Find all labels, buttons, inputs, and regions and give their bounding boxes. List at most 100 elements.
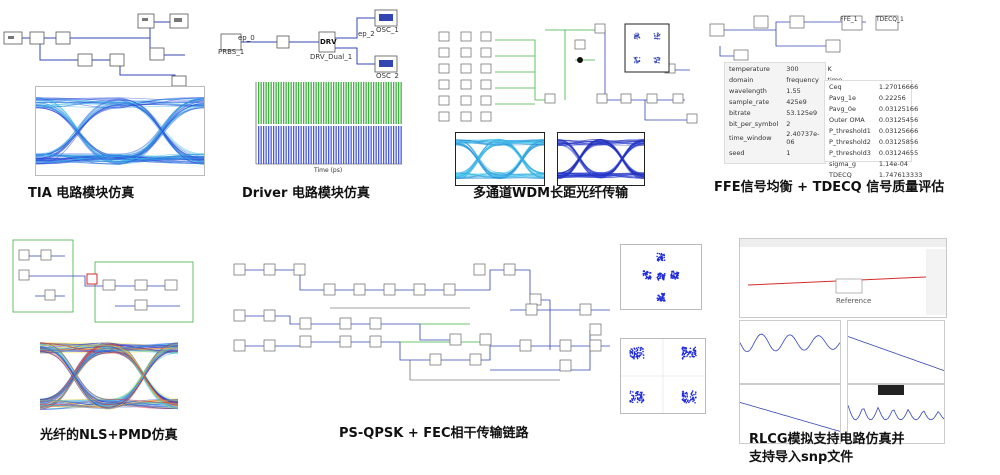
driver-bar-bottom <box>365 126 367 164</box>
constellation-dot <box>658 62 660 64</box>
constellation-dot <box>654 35 656 37</box>
driver-time-axis: Time (ps) <box>314 167 343 174</box>
driver-bar-top <box>303 82 305 124</box>
wdm-block <box>480 47 492 58</box>
rlcg-label-reference: Reference <box>836 297 872 305</box>
ffe-param-table: temperature300Kdomainfrequencytimewavele… <box>724 62 842 164</box>
constellation-dot <box>654 37 656 40</box>
constellation-dot <box>692 397 695 400</box>
constellation-dot <box>685 348 688 350</box>
constellation-dot <box>663 300 665 302</box>
driver-bar-bottom <box>303 126 305 164</box>
constellation-dot <box>640 401 643 404</box>
constellation-dot <box>662 296 664 298</box>
constellation-dot <box>647 271 649 273</box>
constellation-dot <box>638 33 640 35</box>
driver-bar-bottom <box>293 126 295 164</box>
constellation-dot <box>670 271 673 273</box>
psqpsk-block <box>233 263 246 276</box>
constellation-dot <box>686 394 688 396</box>
constellation-dot <box>657 59 659 61</box>
constellation-dot <box>629 392 632 394</box>
wdm-caption: 多通道WDM长距光纤传输 <box>473 186 629 201</box>
wdm-panel: 多通道WDM长距光纤传输 <box>425 0 705 205</box>
driver-label-ep2: ep_2 <box>358 30 375 38</box>
eye-trace <box>456 139 544 142</box>
driver-bar-top <box>348 82 350 124</box>
psqpsk-block <box>323 283 336 296</box>
constellation-dot <box>663 254 666 257</box>
wdm-block <box>596 93 608 104</box>
constellation-dot <box>641 353 643 355</box>
psqpsk-block <box>299 317 312 330</box>
psqpsk-block <box>449 333 462 346</box>
eye-trace <box>36 97 204 165</box>
constellation-dot <box>638 355 641 358</box>
constellation-dot <box>681 358 684 360</box>
constellation-dot <box>642 274 645 277</box>
constellation-dot <box>654 62 656 64</box>
constellation-dot <box>637 391 639 393</box>
psqpsk-block <box>353 283 366 296</box>
driver-bar-bottom <box>320 126 322 164</box>
constellation-dot <box>693 393 695 396</box>
constellation-dot <box>658 252 661 255</box>
constellation-4-point <box>620 338 706 414</box>
wdm-eye-diagram-right <box>557 132 645 186</box>
driver-label-osc2: OSC_2 <box>376 72 399 80</box>
constellation-dot <box>670 277 672 279</box>
driver-bar-top <box>273 82 275 124</box>
eye-trace <box>36 104 204 161</box>
ffe-param-row: domainfrequencytime <box>729 75 842 84</box>
driver-bar-bottom <box>288 126 290 164</box>
eye-trace <box>40 342 178 348</box>
constellation-dot <box>653 57 655 59</box>
constellation-dot <box>681 354 684 356</box>
constellation-dot <box>629 390 632 393</box>
constellation-dot <box>691 353 694 355</box>
driver-bar-top <box>350 82 352 124</box>
constellation-dot <box>637 346 640 349</box>
constellation-dot <box>633 34 636 36</box>
constellation-dot <box>649 277 652 280</box>
constellation-dot <box>657 299 660 301</box>
wdm-block <box>460 47 472 58</box>
rlcg-panel: Reference RLCG模拟支持电路仿真并 支持导入snp文件 <box>735 238 1000 475</box>
driver-bar-bottom <box>335 126 337 164</box>
constellation-dot <box>633 351 636 353</box>
constellation-dot <box>636 355 639 358</box>
constellation-dot <box>632 397 635 400</box>
constellation-dot <box>659 297 661 300</box>
constellation-dot <box>670 275 673 278</box>
driver-bar-top <box>295 82 297 124</box>
rlcg-plot-4 <box>847 384 945 444</box>
ffe-caption: FFE信号均衡 + TDECQ 信号质量评估 <box>714 180 945 195</box>
driver-bar-bottom <box>378 126 380 164</box>
driver-bar-bottom <box>268 126 270 164</box>
psqpsk-block <box>589 323 602 336</box>
constellation-dot <box>676 271 678 274</box>
constellation-dot <box>656 297 659 299</box>
psqpsk-block <box>299 335 312 348</box>
driver-bar-bottom <box>385 126 387 164</box>
constellation-dot <box>659 38 661 40</box>
eye-trace <box>36 155 204 160</box>
wdm-block <box>460 31 472 42</box>
constellation-dot <box>657 32 659 34</box>
eye-trace <box>36 107 204 165</box>
psqpsk-block <box>233 309 246 322</box>
constellation-dot <box>647 277 650 280</box>
eye-trace <box>456 174 544 178</box>
constellation-dot <box>688 351 691 354</box>
constellation-dot <box>662 276 664 279</box>
wdm-block <box>438 31 450 42</box>
constellation-dot <box>693 347 695 350</box>
wdm-block <box>480 111 492 122</box>
driver-bar-top <box>263 82 265 124</box>
eye-trace <box>558 142 644 178</box>
constellation-dot <box>687 353 690 355</box>
constellation-dot <box>633 347 635 350</box>
